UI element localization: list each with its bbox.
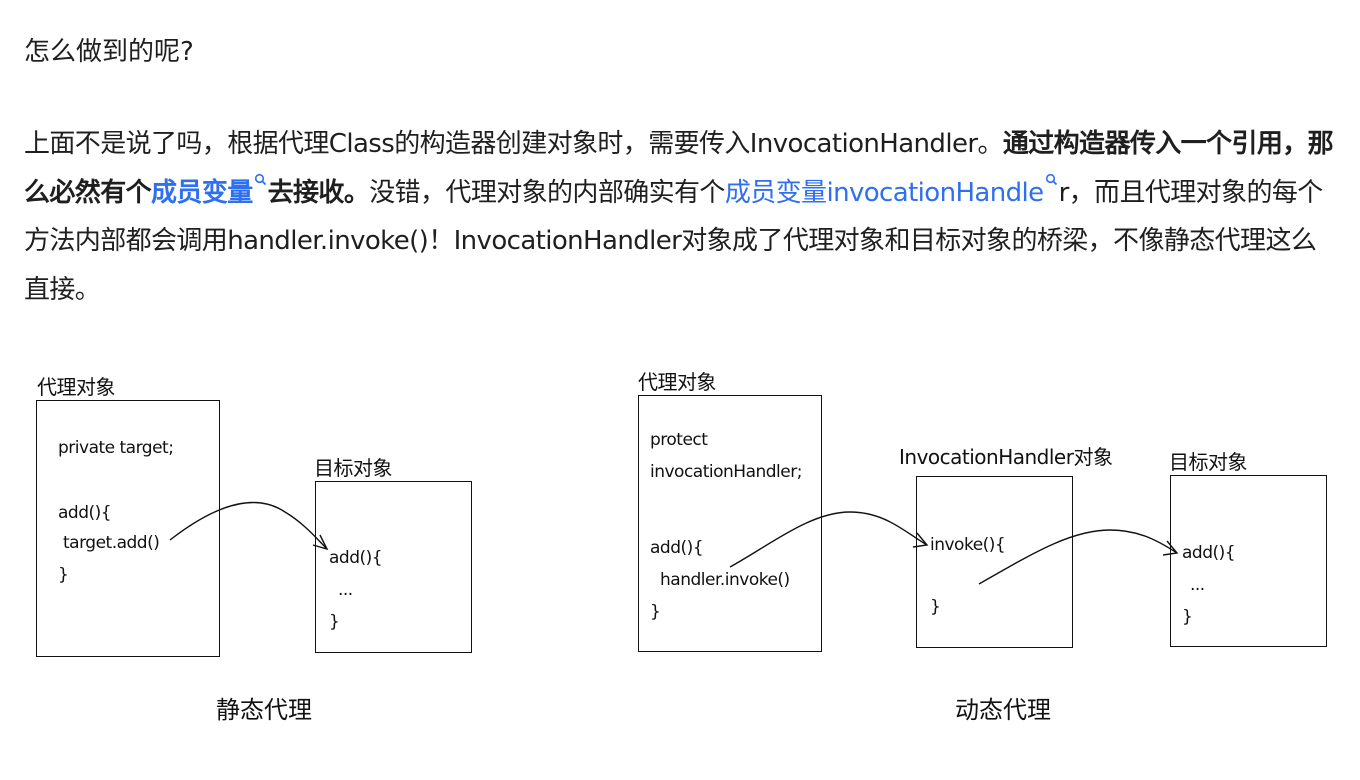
invocation-handler-link[interactable]: 成员变量invocationHandle: [724, 173, 1059, 208]
dynamic-handler-box: [916, 476, 1073, 648]
paragraph-bold-2: 去接收。: [267, 177, 370, 208]
dynamic-proxy-caption: 动态代理: [955, 696, 1051, 724]
dynamic-handler-title: InvocationHandler对象: [899, 445, 1113, 469]
invocation-handler-link-text[interactable]: 成员变量invocationHandle: [724, 177, 1044, 208]
static-proxy-line-2: add(){: [58, 503, 112, 523]
dynamic-proxy-line-4: handler.invoke(): [660, 570, 790, 590]
static-target-line-1: add(){: [329, 548, 383, 568]
paragraph-text-1: 上面不是说了吗，根据代理Class的构造器创建对象时，需要传入Invocatio…: [24, 129, 1003, 159]
dynamic-target-line-2: ...: [1190, 575, 1205, 595]
static-proxy-box: [36, 400, 220, 657]
static-proxy-title: 代理对象: [37, 375, 116, 399]
static-target-box: [315, 481, 472, 653]
dynamic-proxy-title: 代理对象: [638, 370, 717, 394]
search-icon: [254, 173, 266, 185]
paragraph-bold-1: 通过构造器传入一个引用，那么必然有个: [24, 129, 1334, 208]
dynamic-proxy-line-2: invocationHandler;: [650, 462, 802, 482]
static-proxy-line-4: }: [58, 565, 69, 585]
dynamic-handler-line-1: invoke(){: [930, 535, 1006, 555]
member-variable-link-text[interactable]: 成员变量: [151, 177, 253, 208]
dynamic-target-line-3: }: [1182, 607, 1193, 627]
static-target-line-3: }: [329, 612, 340, 632]
dynamic-proxy-line-5: }: [650, 602, 661, 622]
dynamic-proxy-line-3: add(){: [650, 538, 704, 558]
handler-call-arrow: [729, 511, 928, 568]
member-variable-link[interactable]: 成员变量: [151, 173, 268, 208]
question-heading: 怎么做到的呢?: [24, 37, 194, 67]
static-proxy-line-3: target.add(): [63, 533, 160, 553]
static-call-arrowhead: [312, 534, 329, 551]
paragraph-text-2: 没错，代理对象的内部确实有个: [369, 177, 725, 208]
static-call-arrow: [169, 501, 328, 550]
static-target-line-2: ...: [338, 580, 353, 600]
static-target-title: 目标对象: [314, 456, 393, 480]
dynamic-target-box: [1170, 475, 1327, 647]
target-call-arrow: [978, 529, 1178, 585]
static-proxy-line-1: private target;: [58, 438, 174, 458]
dynamic-proxy-box: [638, 395, 822, 652]
paragraph-text-3: r，而且代理对象的每个方法内部都会调用handler.invoke()！Invo…: [24, 177, 1323, 305]
static-proxy-caption: 静态代理: [216, 696, 312, 724]
handler-call-arrowhead: [912, 532, 929, 548]
explanation-paragraph: 上面不是说了吗，根据代理Class的构造器创建对象时，需要传入Invocatio…: [24, 120, 1336, 314]
dynamic-proxy-line-1: protect: [650, 430, 708, 450]
dynamic-handler-line-2: }: [930, 597, 941, 617]
search-icon: [1045, 173, 1057, 185]
dynamic-target-line-1: add(){: [1182, 543, 1236, 563]
target-call-arrowhead: [1162, 540, 1179, 556]
dynamic-target-title: 目标对象: [1169, 450, 1248, 474]
